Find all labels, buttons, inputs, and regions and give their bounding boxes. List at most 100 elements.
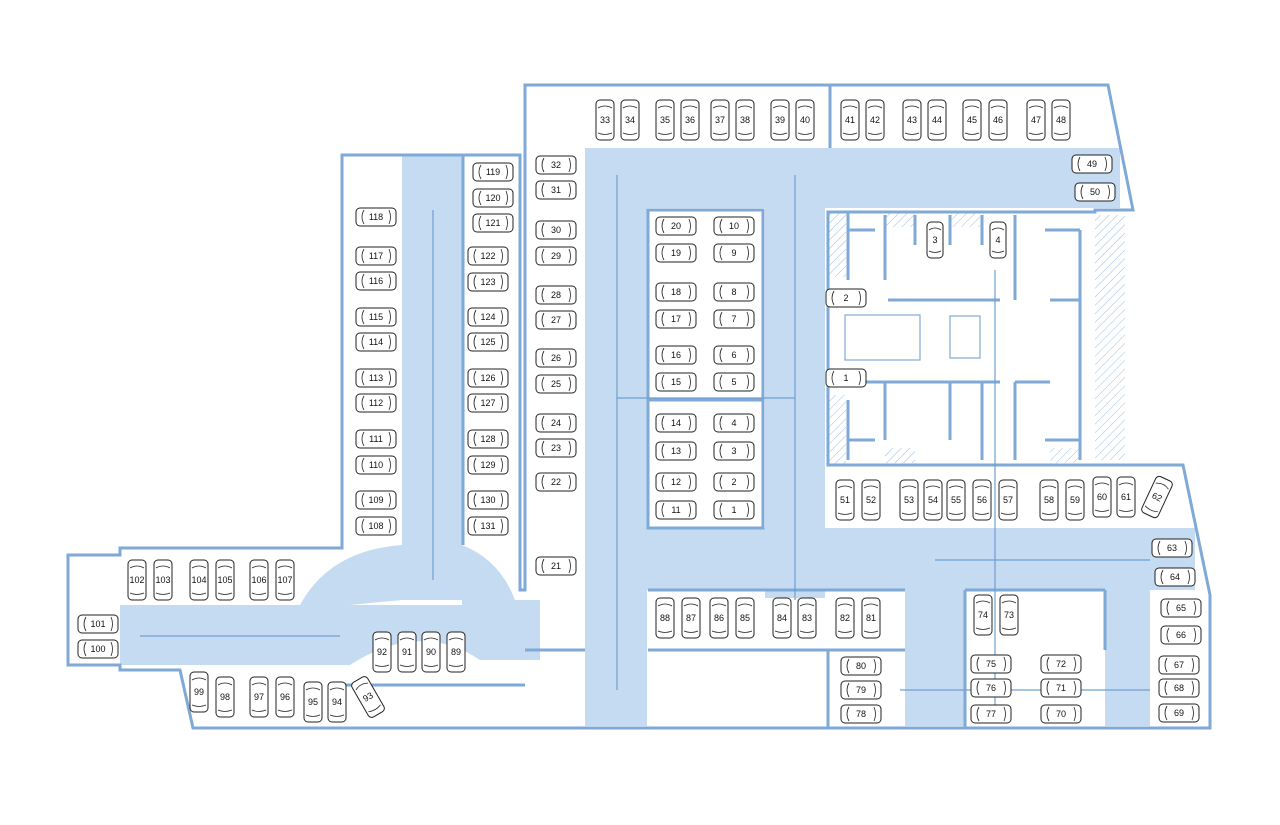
parking-spot[interactable]: 34 [620,99,640,141]
parking-spot[interactable]: 88 [655,597,675,639]
parking-spot[interactable]: 104 [189,559,209,601]
parking-spot[interactable]: 31 [535,180,577,200]
parking-spot[interactable]: 82 [835,597,855,639]
parking-spot[interactable]: 94 [327,681,347,723]
parking-spot[interactable]: 78 [840,704,882,724]
parking-spot[interactable]: 12 [655,472,697,492]
parking-spot[interactable]: 98 [215,676,235,718]
parking-spot[interactable]: 100 [77,639,119,659]
parking-spot[interactable]: 53 [899,479,919,521]
parking-spot[interactable]: 74 [973,594,993,636]
parking-spot[interactable]: 62 [1140,475,1173,519]
parking-spot[interactable]: 79 [840,680,882,700]
parking-spot[interactable]: 89 [446,631,466,673]
parking-spot[interactable]: 1 [825,368,867,388]
parking-spot[interactable]: 73 [999,594,1019,636]
parking-spot[interactable]: 30 [535,220,577,240]
parking-spot[interactable]: 129 [467,455,509,475]
parking-spot[interactable]: 24 [535,413,577,433]
parking-spot[interactable]: 118 [355,207,397,227]
parking-spot[interactable]: 42 [865,99,885,141]
parking-spot[interactable]: 106 [249,559,269,601]
parking-spot[interactable]: 50 [1074,182,1116,202]
parking-spot[interactable]: 90 [421,631,441,673]
parking-spot[interactable]: 52 [861,479,881,521]
parking-spot[interactable]: 54 [923,479,943,521]
parking-spot[interactable]: 14 [655,413,697,433]
parking-spot[interactable]: 3 [713,441,755,461]
parking-spot[interactable]: 92 [372,631,392,673]
parking-spot[interactable]: 116 [355,271,397,291]
parking-spot[interactable]: 3 [926,221,944,259]
parking-spot[interactable]: 27 [535,310,577,330]
parking-spot[interactable]: 81 [861,597,881,639]
parking-spot[interactable]: 44 [927,99,947,141]
parking-spot[interactable]: 35 [655,99,675,141]
parking-spot[interactable]: 91 [397,631,417,673]
parking-spot[interactable]: 22 [535,472,577,492]
parking-spot[interactable]: 96 [275,676,295,718]
parking-spot[interactable]: 23 [535,438,577,458]
parking-spot[interactable]: 2 [825,288,867,308]
parking-spot[interactable]: 77 [970,704,1012,724]
parking-spot[interactable]: 1 [713,500,755,520]
parking-spot[interactable]: 110 [355,455,397,475]
parking-spot[interactable]: 93 [350,675,386,719]
parking-spot[interactable]: 126 [467,368,509,388]
parking-spot[interactable]: 66 [1160,625,1202,645]
parking-spot[interactable]: 26 [535,348,577,368]
parking-spot[interactable]: 15 [655,372,697,392]
parking-spot[interactable]: 39 [770,99,790,141]
parking-spot[interactable]: 40 [795,99,815,141]
parking-spot[interactable]: 51 [835,479,855,521]
parking-spot[interactable]: 127 [467,393,509,413]
parking-spot[interactable]: 45 [962,99,982,141]
parking-spot[interactable]: 70 [1040,704,1082,724]
parking-spot[interactable]: 101 [77,614,119,634]
parking-spot[interactable]: 28 [535,285,577,305]
parking-spot[interactable]: 97 [249,676,269,718]
parking-spot[interactable]: 113 [355,368,397,388]
parking-spot[interactable]: 75 [970,654,1012,674]
parking-spot[interactable]: 72 [1040,654,1082,674]
parking-spot[interactable]: 38 [735,99,755,141]
parking-spot[interactable]: 86 [709,597,729,639]
parking-spot[interactable]: 67 [1158,655,1200,675]
parking-spot[interactable]: 58 [1039,479,1059,521]
parking-spot[interactable]: 13 [655,441,697,461]
parking-spot[interactable]: 115 [355,307,397,327]
parking-spot[interactable]: 61 [1116,476,1136,518]
parking-spot[interactable]: 32 [535,155,577,175]
parking-spot[interactable]: 46 [988,99,1008,141]
parking-spot[interactable]: 83 [797,597,817,639]
parking-spot[interactable]: 125 [467,332,509,352]
parking-spot[interactable]: 57 [998,479,1018,521]
parking-spot[interactable]: 76 [970,678,1012,698]
parking-spot[interactable]: 6 [713,345,755,365]
parking-spot[interactable]: 43 [902,99,922,141]
parking-spot[interactable]: 120 [472,188,514,208]
parking-spot[interactable]: 112 [355,393,397,413]
parking-spot[interactable]: 87 [681,597,701,639]
parking-spot[interactable]: 102 [127,559,147,601]
parking-spot[interactable]: 56 [972,479,992,521]
parking-spot[interactable]: 71 [1040,678,1082,698]
parking-spot[interactable]: 9 [713,243,755,263]
parking-spot[interactable]: 2 [713,472,755,492]
parking-spot[interactable]: 10 [713,216,755,236]
parking-spot[interactable]: 21 [535,556,577,576]
parking-spot[interactable]: 41 [840,99,860,141]
parking-spot[interactable]: 4 [713,413,755,433]
parking-spot[interactable]: 29 [535,246,577,266]
parking-spot[interactable]: 59 [1065,479,1085,521]
parking-spot[interactable]: 124 [467,307,509,327]
parking-spot[interactable]: 99 [189,671,209,713]
parking-spot[interactable]: 108 [355,516,397,536]
parking-spot[interactable]: 17 [655,309,697,329]
parking-spot[interactable]: 7 [713,309,755,329]
parking-spot[interactable]: 49 [1071,154,1113,174]
parking-spot[interactable]: 117 [355,246,397,266]
parking-spot[interactable]: 111 [355,429,397,449]
parking-spot[interactable]: 68 [1158,678,1200,698]
parking-spot[interactable]: 47 [1026,99,1046,141]
